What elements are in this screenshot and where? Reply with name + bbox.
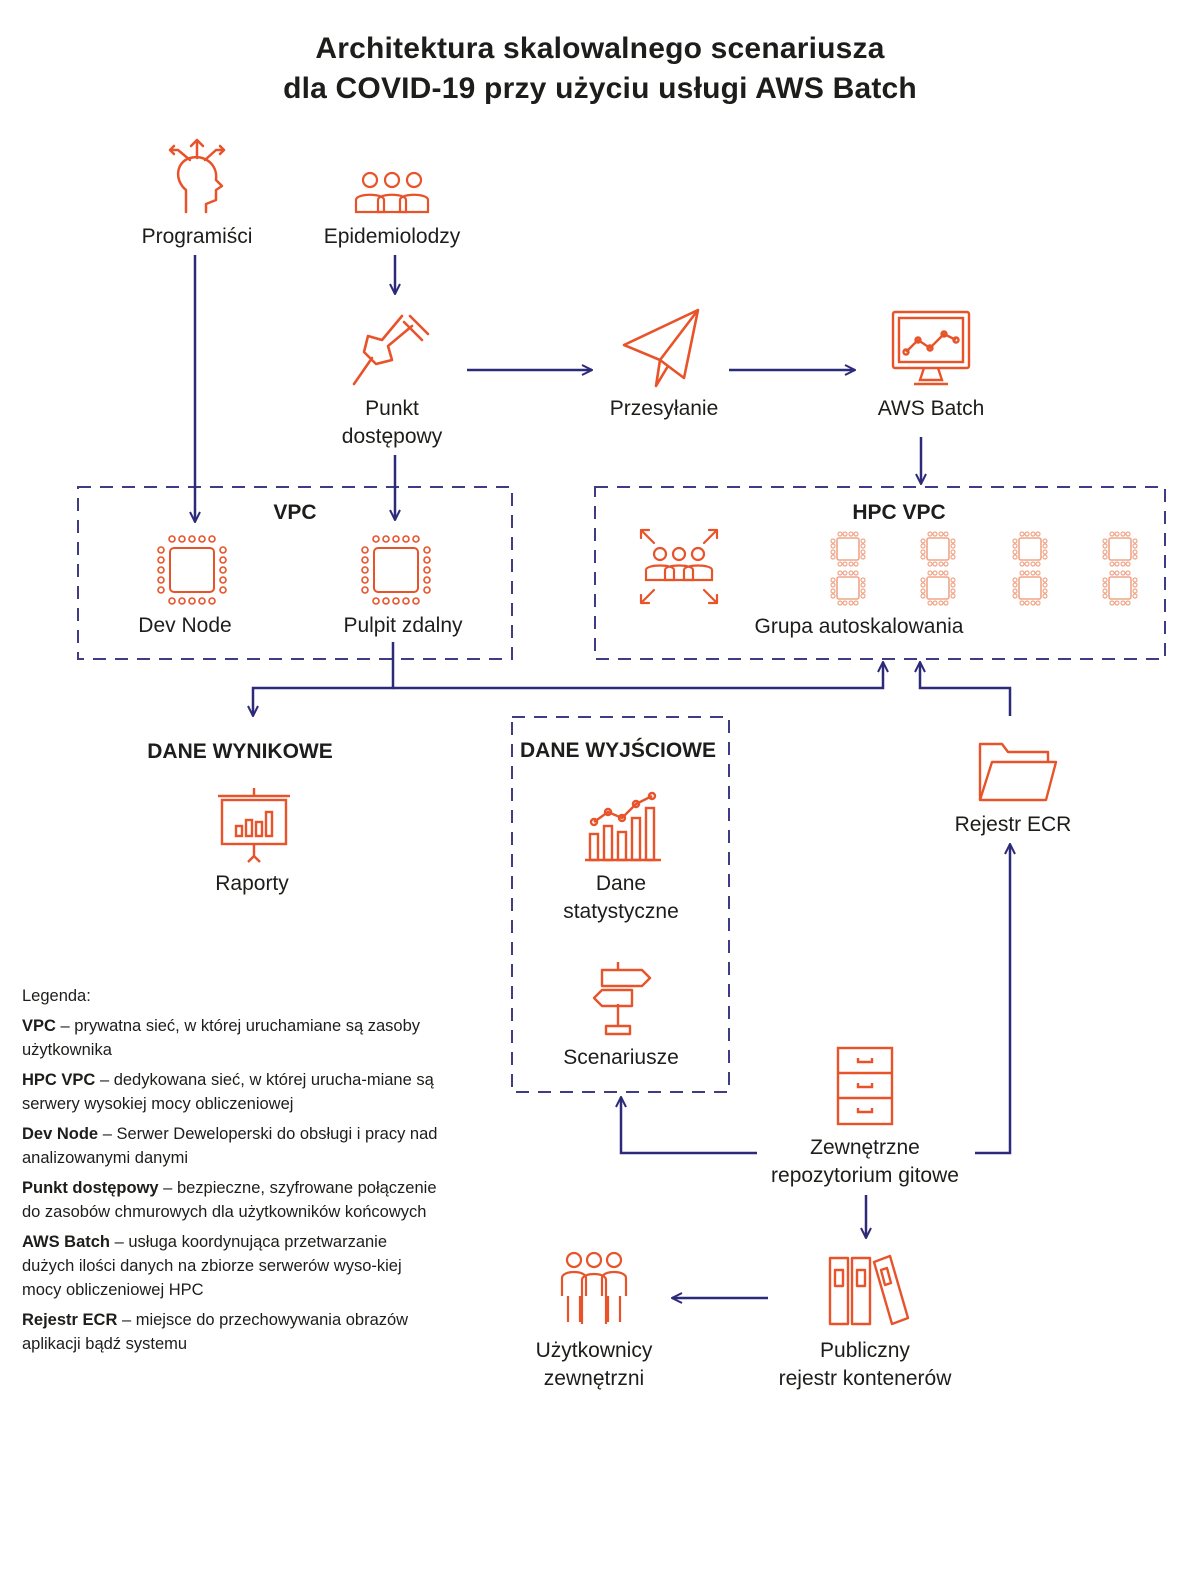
node-label-punkt-line1: Punkt — [365, 397, 419, 420]
group-label-dane-wynikowe: DANE WYNIKOWE — [147, 740, 333, 763]
legend-desc: – usługa koordynująca przetwarzanie duży… — [22, 1233, 402, 1299]
node-label-raporty: Raporty — [215, 872, 289, 895]
legend-term: Dev Node — [22, 1125, 99, 1143]
legend-desc: – prywatna sieć, w której uruchamiane są… — [22, 1017, 421, 1059]
folder-icon — [978, 742, 1058, 802]
legend-title: Legenda: — [22, 987, 91, 1005]
legend-term: VPC — [22, 1017, 56, 1035]
node-label-publiczny-line1: Publiczny — [820, 1339, 910, 1362]
node-label-zewn-repo-line2: repozytorium gitowe — [771, 1164, 959, 1187]
legend: Legenda: VPC – prywatna sieć, w której u… — [22, 984, 442, 1362]
node-label-rejestr-ecr: Rejestr ECR — [954, 813, 1072, 836]
node-label-programisci: Programiści — [141, 225, 253, 248]
legend-term: HPC VPC — [22, 1071, 96, 1089]
node-label-pulpit: Pulpit zdalny — [343, 614, 463, 637]
node-label-dev-node: Dev Node — [138, 614, 232, 637]
arrow-ecr-hpcvpc — [920, 662, 1012, 716]
people-group-icon — [354, 171, 430, 214]
chip-icon — [157, 535, 227, 605]
node-label-dane-stat-line1: Dane — [595, 872, 647, 895]
legend-item: Dev Node – Serwer Deweloperski do obsług… — [22, 1122, 442, 1170]
presentation-board-icon — [218, 788, 290, 863]
vpc-box — [77, 486, 513, 660]
file-cabinet-icon — [836, 1046, 894, 1126]
arrow-pulpit-hpcvpc — [393, 662, 883, 690]
legend-item: AWS Batch – usługa koordynująca przetwar… — [22, 1230, 442, 1302]
group-label-hpc-vpc: HPC VPC — [852, 501, 946, 524]
diagram-title-line2: dla COVID-19 przy użyciu usługi AWS Batc… — [283, 72, 917, 105]
node-label-zewn-repo-line1: Zewnętrzne — [810, 1136, 920, 1159]
signpost-icon — [592, 962, 652, 1036]
arrow-repo-dane-wyjsciowe — [621, 1097, 757, 1155]
diagram-title-line1: Architektura skalowalnego scenariusza — [315, 32, 885, 65]
node-label-epidemiolodzy: Epidemiolodzy — [323, 225, 461, 248]
group-label-dane-wyjsciowe: DANE WYJŚCIOWE — [519, 739, 716, 762]
legend-item: VPC – prywatna sieć, w której uruchamian… — [22, 1014, 442, 1062]
legend-desc: – dedykowana sieć, w której urucha-miane… — [22, 1071, 434, 1113]
node-label-punkt-line2: dostępowy — [341, 425, 443, 448]
pushpin-icon — [352, 314, 430, 386]
dane-wyjsciowe-box — [511, 716, 730, 1093]
legend-item: Punkt dostępowy – bezpieczne, szyfrowane… — [22, 1176, 442, 1224]
head-arrows-icon — [168, 138, 226, 214]
paper-plane-icon — [622, 308, 700, 388]
legend-desc: – Serwer Deweloperski do obsługi i pracy… — [22, 1125, 438, 1167]
group-label-vpc: VPC — [273, 501, 317, 524]
monitor-chart-icon — [891, 310, 971, 386]
node-label-grupa: Grupa autoskalowania — [754, 615, 964, 638]
users-group-icon — [560, 1251, 628, 1324]
legend-term: Punkt dostępowy — [22, 1179, 159, 1197]
hpc-vpc-box — [594, 486, 1166, 660]
node-label-scenariusze: Scenariusze — [563, 1046, 679, 1069]
arrow-repo-ecr — [975, 844, 1010, 1155]
node-label-uzytkownicy-line1: Użytkownicy — [535, 1339, 653, 1362]
legend-desc: – miejsce do przechowywania obrazów apli… — [22, 1311, 409, 1353]
chip-icon — [361, 535, 431, 605]
arrow-pulpit-dane-wynikowe — [253, 642, 395, 716]
binders-icon — [828, 1254, 910, 1326]
node-label-przesylanie: Przesyłanie — [609, 397, 719, 420]
bar-chart-icon — [585, 791, 661, 862]
node-label-aws-batch: AWS Batch — [877, 397, 985, 420]
legend-term: Rejestr ECR — [22, 1311, 118, 1329]
legend-item: HPC VPC – dedykowana sieć, w której uruc… — [22, 1068, 442, 1116]
chip-grid-icon — [830, 531, 1138, 606]
legend-desc: – bezpieczne, szyfrowane połączenie do z… — [22, 1179, 437, 1221]
legend-item: Rejestr ECR – miejsce do przechowywania … — [22, 1308, 442, 1356]
node-label-dane-stat-line2: statystyczne — [563, 900, 679, 923]
legend-term: AWS Batch — [22, 1233, 111, 1251]
node-label-uzytkownicy-line2: zewnętrzni — [543, 1367, 645, 1390]
node-label-publiczny-line2: rejestr kontenerów — [778, 1367, 952, 1390]
scale-group-icon — [639, 528, 719, 605]
